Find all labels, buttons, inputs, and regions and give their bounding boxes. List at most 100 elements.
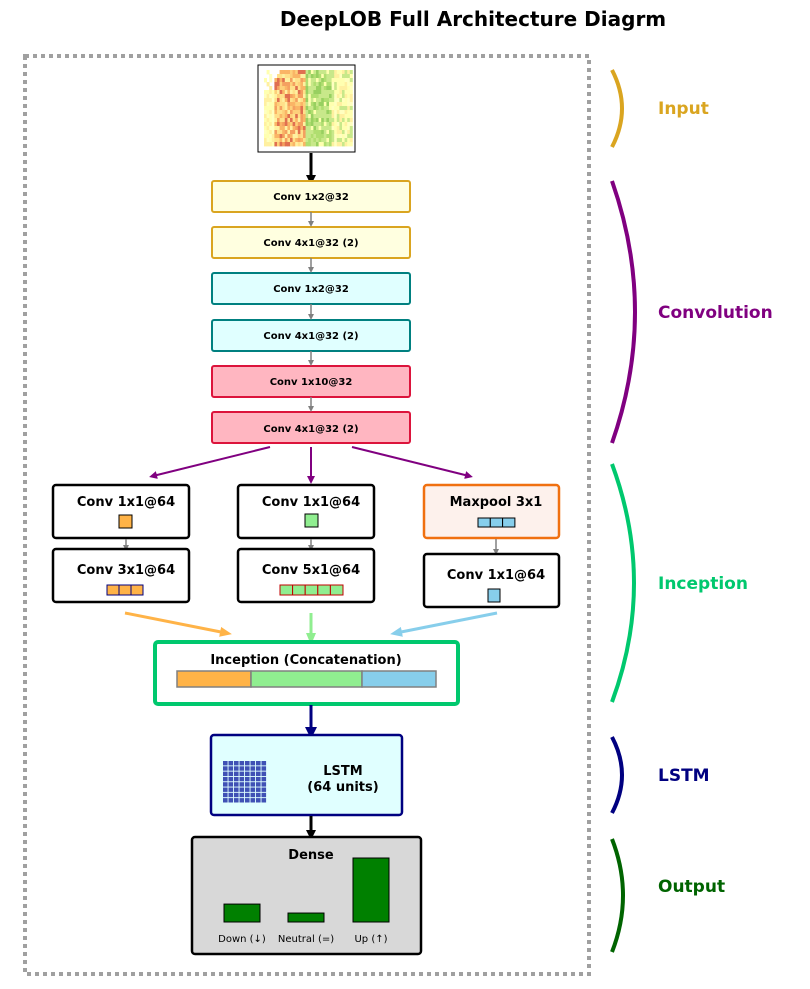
heatmap-cell bbox=[313, 126, 317, 131]
heatmap-cell bbox=[342, 98, 345, 103]
heatmap-cell bbox=[279, 94, 283, 99]
heatmap-cell bbox=[349, 106, 353, 111]
heatmap-cell bbox=[282, 82, 286, 87]
heatmap-cell bbox=[313, 94, 317, 99]
heatmap-cell bbox=[297, 70, 301, 75]
heatmap-cell bbox=[271, 98, 275, 103]
heatmap-cell bbox=[297, 138, 301, 143]
heatmap-cell bbox=[287, 130, 291, 135]
heatmap-cell bbox=[269, 90, 273, 95]
heatmap-cell bbox=[279, 86, 283, 91]
heatmap-cell bbox=[274, 134, 278, 139]
heatmap-cell bbox=[303, 82, 306, 87]
heatmap-cell bbox=[274, 90, 278, 95]
heatmap-cell bbox=[305, 82, 309, 87]
dense-bar-label: Neutral (=) bbox=[278, 934, 334, 945]
heatmap-cell bbox=[339, 74, 343, 79]
heatmap-cell bbox=[349, 130, 353, 135]
heatmap-cell bbox=[269, 126, 273, 131]
heatmap-cell bbox=[334, 94, 338, 99]
heatmap-cell bbox=[303, 86, 306, 91]
heatmap-cell bbox=[300, 126, 304, 131]
lstm-unit-cell bbox=[256, 776, 261, 782]
heatmap-cell bbox=[336, 86, 340, 91]
heatmap-cell bbox=[303, 90, 306, 95]
heatmap-cell bbox=[284, 78, 288, 83]
heatmap-cell bbox=[318, 90, 322, 95]
heatmap-cell bbox=[290, 106, 293, 111]
heatmap-cell bbox=[342, 118, 345, 123]
heatmap-cell bbox=[279, 74, 283, 79]
heatmap-cell bbox=[282, 78, 286, 83]
heatmap-cell bbox=[318, 74, 322, 79]
heatmap-cell bbox=[347, 90, 351, 95]
lstm-unit-cell bbox=[256, 787, 261, 792]
heatmap-cell bbox=[274, 138, 278, 143]
curly-brace-icon bbox=[610, 69, 624, 148]
lstm-unit-cell bbox=[228, 792, 234, 798]
heatmap-cell bbox=[292, 90, 296, 95]
heatmap-cell bbox=[331, 82, 335, 87]
heatmap-cell bbox=[279, 90, 283, 95]
heatmap-cell bbox=[326, 138, 330, 143]
heatmap-cell bbox=[282, 106, 286, 111]
lstm-units-grid-icon bbox=[223, 761, 267, 803]
lstm-unit-cell bbox=[234, 771, 239, 776]
heatmap-cell bbox=[349, 78, 353, 83]
heatmap-cell bbox=[300, 98, 304, 103]
heatmap-cell bbox=[295, 102, 299, 107]
heatmap-cell bbox=[300, 102, 304, 107]
heatmap-cell bbox=[308, 106, 312, 111]
heatmap-cell bbox=[339, 126, 343, 131]
heatmap-cell bbox=[284, 122, 288, 127]
heatmap-cell bbox=[342, 134, 345, 139]
heatmap-cell bbox=[342, 74, 345, 79]
heatmap-cell bbox=[308, 98, 312, 103]
heatmap-cell bbox=[271, 110, 275, 115]
heatmap-cell bbox=[277, 118, 280, 123]
heatmap-cell bbox=[316, 134, 319, 139]
heatmap-cell bbox=[284, 134, 288, 139]
heatmap-cell bbox=[326, 90, 330, 95]
heatmap-cell bbox=[323, 126, 327, 131]
heatmap-cell bbox=[303, 106, 306, 111]
heatmap-cell bbox=[290, 70, 293, 75]
heatmap-cell bbox=[266, 106, 270, 111]
heatmap-cell bbox=[266, 94, 270, 99]
lstm-unit-cell bbox=[239, 787, 245, 792]
heatmap-cell bbox=[323, 86, 327, 91]
lstm-unit-cell bbox=[245, 771, 250, 776]
heatmap-cell bbox=[308, 134, 312, 139]
heatmap-cell bbox=[277, 138, 280, 143]
heatmap-cell bbox=[271, 94, 275, 99]
heatmap-cell bbox=[277, 126, 280, 131]
heatmap-cell bbox=[271, 134, 275, 139]
heatmap-cell bbox=[295, 130, 299, 135]
heatmap-cell bbox=[326, 142, 330, 147]
lstm-unit-cell bbox=[250, 761, 256, 766]
heatmap-cell bbox=[342, 126, 345, 131]
lstm-unit-cell bbox=[250, 766, 256, 771]
heatmap-cell bbox=[318, 122, 322, 127]
lstm-unit-cell bbox=[234, 787, 239, 792]
conv-layer-label: Conv 1x2@32 bbox=[273, 284, 349, 295]
heatmap-cell bbox=[342, 122, 345, 127]
heatmap-cell bbox=[292, 94, 296, 99]
heatmap-cell bbox=[323, 110, 327, 115]
heatmap-cell bbox=[323, 74, 327, 79]
heatmap-cell bbox=[310, 130, 314, 135]
heatmap-cell bbox=[274, 94, 278, 99]
dense-title: Dense bbox=[288, 848, 334, 863]
heatmap-cell bbox=[344, 122, 348, 127]
heatmap-cell bbox=[334, 106, 338, 111]
lstm-label: LSTM bbox=[323, 764, 362, 779]
heatmap-cell bbox=[329, 74, 332, 79]
stage-label-convolution: Convolution bbox=[658, 303, 773, 323]
heatmap-cell bbox=[331, 138, 335, 143]
heatmap-cell bbox=[336, 138, 340, 143]
heatmap-cell bbox=[300, 134, 304, 139]
heatmap-cell bbox=[344, 102, 348, 107]
dense-bar-label: Down (↓) bbox=[218, 934, 266, 945]
heatmap-cell bbox=[305, 74, 309, 79]
lstm-unit-cell bbox=[239, 766, 245, 771]
